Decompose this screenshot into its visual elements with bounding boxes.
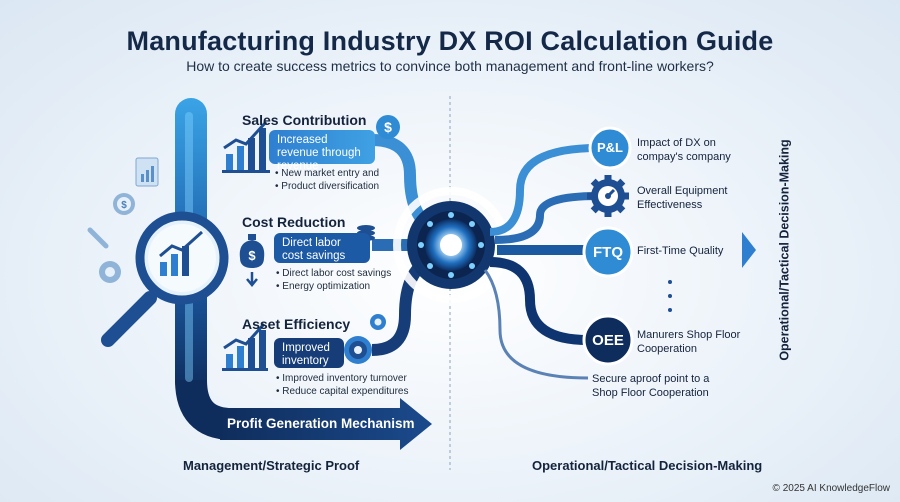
ftq-circle xyxy=(582,226,634,278)
oee-circle xyxy=(582,314,634,366)
wrench-icon xyxy=(87,227,109,249)
section-title-asset: Asset Efficiency xyxy=(242,316,351,332)
connector-oee-gear xyxy=(494,192,599,244)
page-subtitle: How to create success metrics to convinc… xyxy=(186,58,714,74)
page-title: Manufacturing Industry DX ROI Calculatio… xyxy=(126,26,774,56)
dollar-gear-icon: $ xyxy=(113,193,135,215)
bottom-left-label: Management/Strategic Proof xyxy=(183,458,360,473)
gear-description: Overall Equipment Effectiveness xyxy=(637,185,728,211)
cost-bullets: Direct labor cost savings Energy optimiz… xyxy=(276,268,436,293)
asset-highlight: Improved inventory xyxy=(274,338,344,368)
gear-large-icon xyxy=(344,336,372,364)
connector-secure xyxy=(483,269,589,380)
asset-bullets: Improved inventory turnover Reduce capit… xyxy=(276,373,436,398)
asset-chart-icon xyxy=(222,322,268,371)
sales-bullet-2: Product diversification xyxy=(275,181,395,194)
sales-bullets: New market entry and Product diversifica… xyxy=(275,168,395,193)
ftq-description: First-Time Quality xyxy=(637,245,724,257)
svg-text:$: $ xyxy=(384,119,392,135)
gear-icon xyxy=(587,175,629,217)
pl-circle xyxy=(588,126,632,170)
pl-description: Impact of DX on compay's company xyxy=(637,137,731,163)
bar-chart-growth-icon xyxy=(222,120,270,173)
asset-bullet-1: Improved inventory turnover xyxy=(276,373,436,386)
svg-text:$: $ xyxy=(248,248,256,263)
oee-description: Manurers Shop Floor Cooperation xyxy=(637,329,741,355)
ftq-label: FTQ xyxy=(593,244,623,261)
cost-bullet-1: Direct labor cost savings xyxy=(276,268,436,281)
profit-arrow xyxy=(220,398,432,450)
dollar-coin-icon: $ xyxy=(376,115,400,139)
more-dots xyxy=(668,280,672,312)
section-title-cost: Cost Reduction xyxy=(242,214,346,230)
right-arrow-icon xyxy=(742,232,756,268)
bottom-right-label: Operational/Tactical Decision-Making xyxy=(532,458,763,473)
connector-pl xyxy=(489,144,599,236)
cost-highlight: Direct labor cost savings xyxy=(274,233,370,263)
gear-small-icon xyxy=(370,314,386,330)
gear-left-icon xyxy=(99,261,121,283)
svg-text:$: $ xyxy=(121,200,127,211)
sales-bullet-1: New market entry and xyxy=(275,168,395,181)
section-title-sales: Sales Contribution xyxy=(242,112,367,128)
cost-bullet-2: Energy optimization xyxy=(276,281,436,294)
magnifying-glass-icon xyxy=(101,211,229,347)
sales-highlight: Increased revenue through revenue xyxy=(269,130,375,172)
vertical-axis-label: Operational/Tactical Decision-Making xyxy=(778,139,793,361)
document-chart-icon xyxy=(135,157,159,187)
secure-description: Secure aproof point to a Shop Floor Coop… xyxy=(592,373,710,399)
money-bag-icon: $ xyxy=(239,234,265,287)
pl-label: P&L xyxy=(597,140,623,155)
copyright: © 2025 AI KnowledgeFlow xyxy=(772,483,890,494)
oee-label: OEE xyxy=(592,332,624,349)
profit-arrow-label: Profit Generation Mechanism xyxy=(227,416,415,431)
connector-oee xyxy=(489,257,589,345)
asset-bullet-2: Reduce capital expenditures xyxy=(276,386,436,399)
